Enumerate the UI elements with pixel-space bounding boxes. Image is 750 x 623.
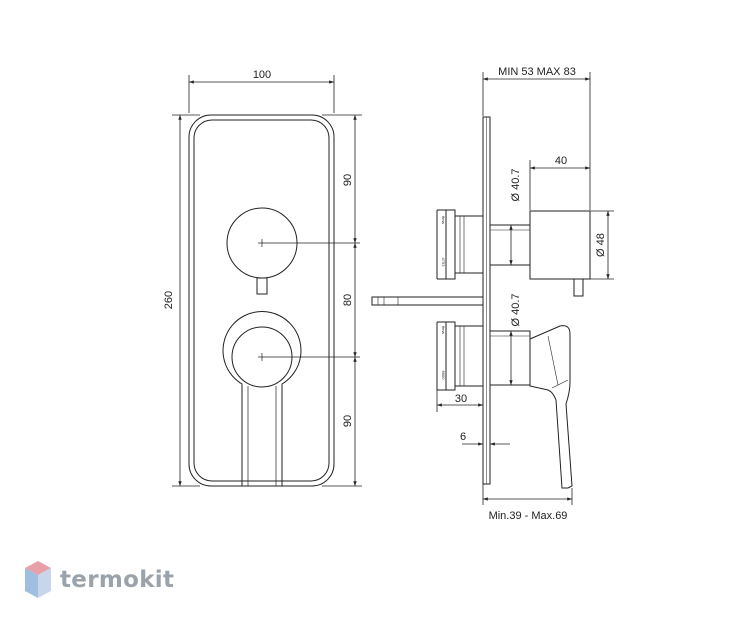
lower-spigot xyxy=(489,330,531,386)
upper-cartridge-code: 4793 xyxy=(441,258,446,268)
upper-knob-stem xyxy=(256,277,268,295)
front-plate-inner-outline xyxy=(193,119,330,482)
upper-segment-label: 90 xyxy=(342,174,354,186)
lower-cartridge-code: 6600 xyxy=(441,371,446,381)
upper-cartridge-brand: fima xyxy=(441,216,446,224)
lower-diameter-label: Ø 40.7 xyxy=(510,293,522,326)
lower-cartridge-brand: fima xyxy=(441,326,446,334)
upper-cartridge-body xyxy=(454,215,484,274)
lever-depth-label: Min.39 - Max.69 xyxy=(489,510,568,522)
lever-side-profile xyxy=(529,325,573,489)
lever-handle xyxy=(222,311,302,487)
upper-cartridge-flange xyxy=(445,209,456,280)
upper-knob-cap xyxy=(529,210,591,280)
lower-segment-label: 90 xyxy=(342,415,354,427)
front-plate-outline xyxy=(188,114,335,487)
side-view xyxy=(371,116,591,489)
brand-name: termokit xyxy=(60,567,174,593)
upper-knob-pin xyxy=(573,278,584,297)
connecting-pipe xyxy=(371,296,484,306)
depth-label: MIN 53 MAX 83 xyxy=(498,66,576,78)
width-label: 100 xyxy=(253,69,271,81)
front-dimensions xyxy=(172,75,362,487)
cube-icon xyxy=(25,561,51,598)
cap-length-label: 40 xyxy=(555,155,567,167)
body-depth-label: 30 xyxy=(455,393,467,405)
side-dimensions xyxy=(436,72,614,505)
lower-cartridge-body xyxy=(454,325,484,387)
termokit-logo: termokit xyxy=(25,561,174,598)
upper-diameter-label: Ø 40.7 xyxy=(510,168,522,201)
front-view xyxy=(188,114,360,487)
lower-cartridge-flange xyxy=(445,321,456,391)
height-label: 260 xyxy=(163,291,175,309)
plate-thickness-label: 6 xyxy=(460,431,466,443)
upper-spigot xyxy=(489,224,531,266)
middle-segment-label: 80 xyxy=(342,294,354,306)
cap-diameter-label: Ø 48 xyxy=(595,233,607,257)
